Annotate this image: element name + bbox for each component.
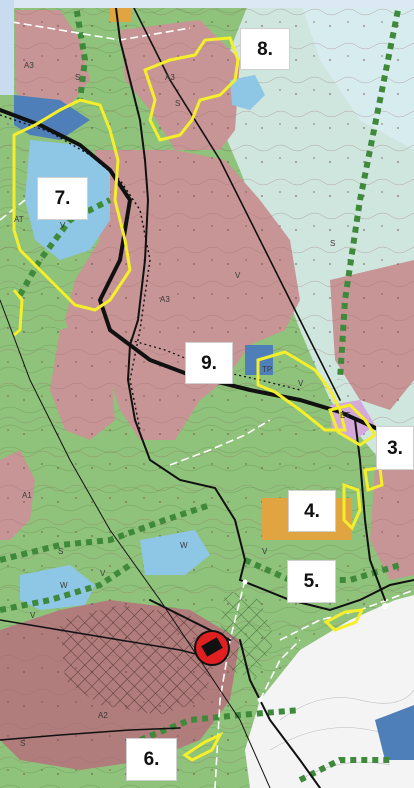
- zone-code: W: [60, 581, 68, 590]
- zone-code: V: [262, 547, 268, 556]
- marker-6-label[interactable]: 6.: [126, 738, 177, 781]
- zone-code: V: [298, 379, 304, 388]
- zone-code: S: [20, 739, 26, 748]
- lake-dark-se: [375, 705, 414, 760]
- pond-north: [230, 75, 265, 110]
- hatched-zone-east: [220, 590, 275, 680]
- zone-code: A3: [24, 61, 34, 70]
- pond-w-1: [140, 530, 210, 575]
- highlight-outlines: [12, 36, 384, 762]
- hatched-zone-south: [60, 605, 215, 715]
- marker-4-label[interactable]: 4.: [288, 490, 336, 532]
- left-corner-tab: [0, 0, 14, 95]
- marker-3-label[interactable]: 3.: [376, 426, 414, 470]
- zone-code: V: [30, 611, 36, 620]
- zone-code: TP: [262, 365, 273, 374]
- zone-code: A3: [165, 73, 175, 82]
- zone-code: AT: [14, 215, 24, 224]
- zone-code: S: [58, 547, 64, 556]
- marker-5-label[interactable]: 5.: [287, 560, 336, 603]
- zone-code: A1: [22, 491, 32, 500]
- white-zone-se: [245, 595, 414, 788]
- zone-code: W: [180, 541, 188, 550]
- contour-line-se-3: [299, 761, 391, 781]
- marker-8-label[interactable]: 8.: [240, 28, 290, 70]
- trail-points: [242, 579, 388, 703]
- zone-code: A2: [98, 711, 108, 720]
- marker-7-label[interactable]: 7.: [37, 177, 88, 220]
- zone-code: ET: [340, 411, 351, 420]
- contour-line-se-1: [279, 689, 414, 721]
- marker-9-label[interactable]: 9.: [185, 342, 233, 384]
- red-marker-symbol[interactable]: [194, 630, 230, 666]
- zone-code: S: [75, 73, 81, 82]
- zone-code: A3: [160, 295, 170, 304]
- zone-code: S: [330, 239, 336, 248]
- zone-code: S: [175, 99, 181, 108]
- lake-dark-nw: [14, 95, 90, 140]
- zone-code: V: [235, 271, 241, 280]
- zone-code: V: [100, 569, 106, 578]
- pond-w-2: [20, 565, 95, 610]
- top-band: [0, 0, 414, 8]
- zone-code: V: [60, 221, 66, 230]
